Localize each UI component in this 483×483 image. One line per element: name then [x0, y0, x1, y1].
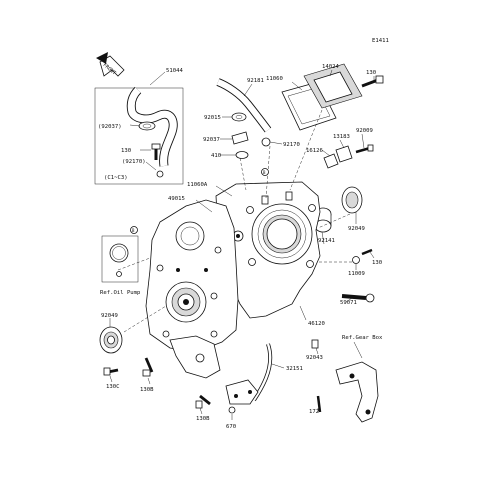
gear-housing — [175, 221, 205, 251]
pipe-flange — [225, 379, 259, 405]
figure-id: E1411 — [372, 38, 389, 44]
part-92037 — [231, 131, 249, 145]
breather-cover-group: 11060 14024 130 — [266, 63, 384, 131]
part-410 — [235, 151, 249, 159]
label-11060A: 11060A — [187, 182, 208, 188]
label-59071: 59071 — [340, 300, 357, 306]
part-16126 — [323, 153, 339, 169]
label-92043: 92043 — [306, 355, 323, 361]
bolt-130-a — [151, 143, 161, 160]
bracket-172 — [335, 361, 379, 423]
label-ref-gear-box: Ref.Gear Box — [342, 335, 383, 341]
label-130B-a: 130B — [140, 387, 154, 393]
label-92170-paren: (92170) — [122, 159, 146, 165]
label-32151: 32151 — [286, 366, 303, 372]
bolt-130B-a: 130B — [140, 357, 154, 393]
bolt-172 — [316, 395, 322, 413]
part-92043: 92043 — [306, 339, 323, 361]
part-92015 — [231, 112, 247, 122]
small-parts-stack: 92015 92037 410 — [203, 112, 249, 159]
part-11009 — [352, 256, 360, 264]
part-13183 — [335, 145, 353, 163]
label-92049-right: 92049 — [348, 226, 365, 232]
label-11060: 11060 — [266, 76, 283, 82]
label-16126: 16126 — [306, 148, 323, 154]
label-130B-b: 130B — [196, 416, 210, 422]
plug-group: 11009 130 59071 — [340, 248, 382, 306]
bolt-130-c — [361, 248, 373, 256]
clip-92170-a — [156, 170, 164, 178]
label-410: 410 — [211, 153, 221, 159]
label-46120: 46120 — [308, 321, 325, 327]
label-130C: 130C — [106, 384, 119, 390]
label-13183: 13183 — [333, 134, 350, 140]
label-92049-left: 92049 — [101, 313, 118, 319]
clip-92170-b: 92170 — [261, 137, 300, 148]
label-130-b: 130 — [366, 70, 376, 76]
crankcase-11060A — [145, 181, 321, 379]
label-92015: 92015 — [204, 115, 221, 121]
label-172: 172 — [309, 409, 319, 415]
label-c1-c3: (C1~C3) — [104, 175, 128, 181]
front-arrow-icon: FRONT — [96, 52, 125, 77]
oil-pump-ref-box: Ref.Oil Pump — [100, 235, 141, 296]
svg-text:B: B — [263, 170, 266, 175]
bolt-92009 — [355, 144, 374, 154]
callout-marker-top: B — [261, 168, 269, 176]
label-14024: 14024 — [322, 64, 339, 70]
bottom-bracket — [169, 335, 221, 379]
oil-seal-92049-left: 92049 — [99, 313, 123, 354]
breather-box — [94, 87, 184, 185]
oil-seal-92049-right: 92049 — [341, 186, 365, 232]
dowel-and-bolt-group: 16126 13183 92009 — [306, 128, 374, 169]
callout-marker-left: B — [130, 226, 138, 234]
label-92181: 92181 — [247, 78, 264, 84]
label-11009: 11009 — [348, 271, 365, 277]
label-670: 670 — [226, 424, 236, 430]
gearbox-ref: Ref.Gear Box — [342, 335, 383, 359]
label-ref-oil-pump: Ref.Oil Pump — [100, 290, 141, 296]
plug-59071 — [341, 293, 375, 303]
pipe-32151: 32151 — [225, 343, 303, 405]
part-670: 670 — [226, 406, 236, 430]
bolt-130C: 130C — [103, 367, 119, 390]
label-92037: 92037 — [203, 137, 220, 143]
label-130-a: 130 — [121, 148, 131, 154]
label-51044: 51044 — [166, 68, 183, 74]
label-92009: 92009 — [356, 128, 373, 134]
label-92037-paren: (92037) — [98, 124, 122, 130]
hose-clamp — [138, 121, 156, 131]
label-130-c: 130 — [372, 260, 382, 266]
hose-92181: 92181 — [216, 78, 272, 133]
bolt-130-b — [361, 75, 384, 88]
bolt-130B-b: 130B — [195, 394, 211, 422]
label-92141: 92141 — [318, 238, 335, 244]
breather-hose-group: 51044 (92037) 130 (92170) (C1~C3) — [94, 68, 184, 185]
svg-text:B: B — [132, 228, 135, 233]
label-49015: 49015 — [168, 196, 185, 202]
label-92170: 92170 — [283, 142, 300, 148]
